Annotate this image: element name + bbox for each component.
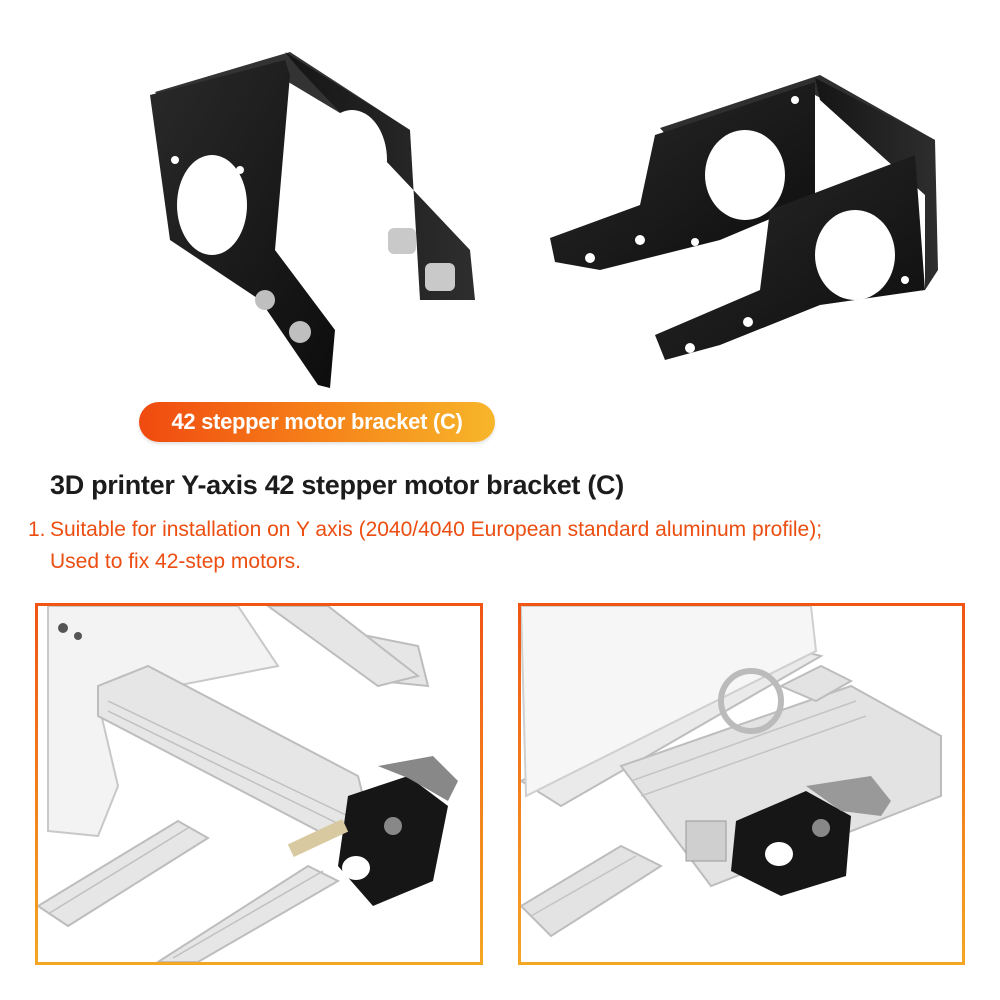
feature-text-line1: Suitable for installation on Y axis (204…	[50, 518, 823, 541]
feature-number: 1.	[28, 518, 46, 541]
installation-photo-left	[35, 603, 483, 965]
product-photo	[0, 0, 1000, 400]
feature-list: 1.Suitable for installation on Y axis (2…	[28, 514, 988, 578]
bracket-left-image	[150, 52, 475, 388]
feature-item: 1.Suitable for installation on Y axis (2…	[28, 514, 988, 546]
product-name-badge: 42 stepper motor bracket (C)	[139, 402, 495, 442]
page-title: 3D printer Y-axis 42 stepper motor brack…	[50, 470, 624, 500]
bracket-right-image	[550, 75, 938, 360]
installation-photo-right	[518, 603, 965, 965]
bracket-installed-left	[287, 756, 458, 906]
feature-text-line2: Used to fix 42-step motors.	[50, 550, 301, 573]
bracket-installed-right	[685, 776, 891, 896]
